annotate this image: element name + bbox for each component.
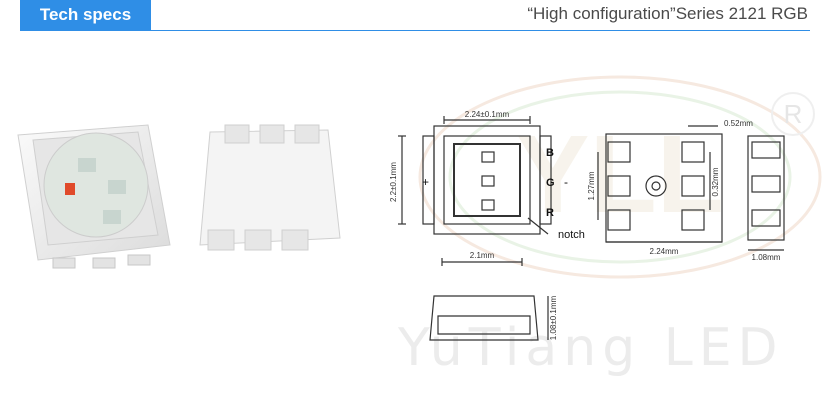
- side-width-label: 2.1mm: [470, 251, 495, 260]
- page-heading: “High configuration”Series 2121 RGB: [527, 4, 808, 23]
- side-bottom-height-label: 1.08±0.1mm: [549, 295, 558, 340]
- tech-specs-tab[interactable]: Tech specs: [20, 0, 151, 30]
- pin-g-label: G: [546, 177, 555, 189]
- body-width-label: 2.24mm: [650, 247, 679, 256]
- section-header: Tech specs “High configuration”Series 21…: [0, 0, 830, 32]
- notch-label: notch: [558, 229, 585, 241]
- pad-width-label: 0.52mm: [724, 119, 753, 128]
- pad-height-label: 0.32mm: [711, 167, 720, 196]
- header-rule: [20, 30, 810, 31]
- minus-label: -: [564, 175, 568, 189]
- top-view-outline: [433, 125, 541, 235]
- pin-r-label: R: [546, 207, 554, 219]
- dimension-drawing: 2.24±0.1mm 2.2±0.1mm + - B G R notch 0.5…: [389, 110, 785, 341]
- led-photo-front: [17, 124, 171, 269]
- side-view-right: [747, 135, 785, 241]
- brand-watermark: YuTiang LED: [398, 318, 784, 378]
- pin-b-label: B: [546, 147, 554, 159]
- side-height-label: 1.08mm: [752, 253, 781, 262]
- side-view-bottom: [429, 295, 539, 341]
- pitch-label: 1.27mm: [587, 171, 596, 200]
- registered-mark: R: [771, 92, 815, 136]
- top-height-label: 2.2±0.1mm: [389, 162, 398, 202]
- top-width-label: 2.24±0.1mm: [465, 110, 510, 119]
- led-photo-angle: [199, 124, 341, 251]
- plus-label: +: [422, 175, 429, 189]
